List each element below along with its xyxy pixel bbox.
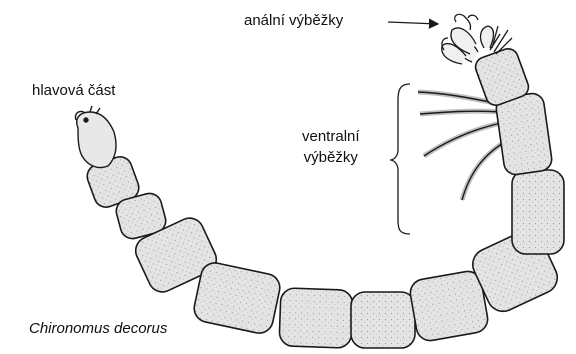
- label-head: hlavová část: [32, 82, 115, 100]
- segment: [495, 92, 553, 176]
- ventral-processes: [418, 92, 508, 200]
- label-ventral-processes: ventralní výběžky: [302, 126, 360, 168]
- body-segments: [84, 46, 564, 348]
- ventral-bracket: [390, 84, 410, 234]
- label-ventral-line2: výběžky: [302, 147, 360, 168]
- segment: [408, 269, 490, 343]
- segment: [279, 288, 353, 348]
- segment: [192, 260, 283, 335]
- segment: [512, 170, 564, 254]
- segment: [351, 292, 415, 348]
- label-species-name: Chironomus decorus: [29, 320, 167, 338]
- label-anal-processes: anální výběžky: [244, 12, 343, 30]
- anal-processes-pointer: [388, 22, 438, 24]
- head-capsule: [75, 106, 116, 168]
- label-ventral-line1: ventralní: [302, 126, 360, 147]
